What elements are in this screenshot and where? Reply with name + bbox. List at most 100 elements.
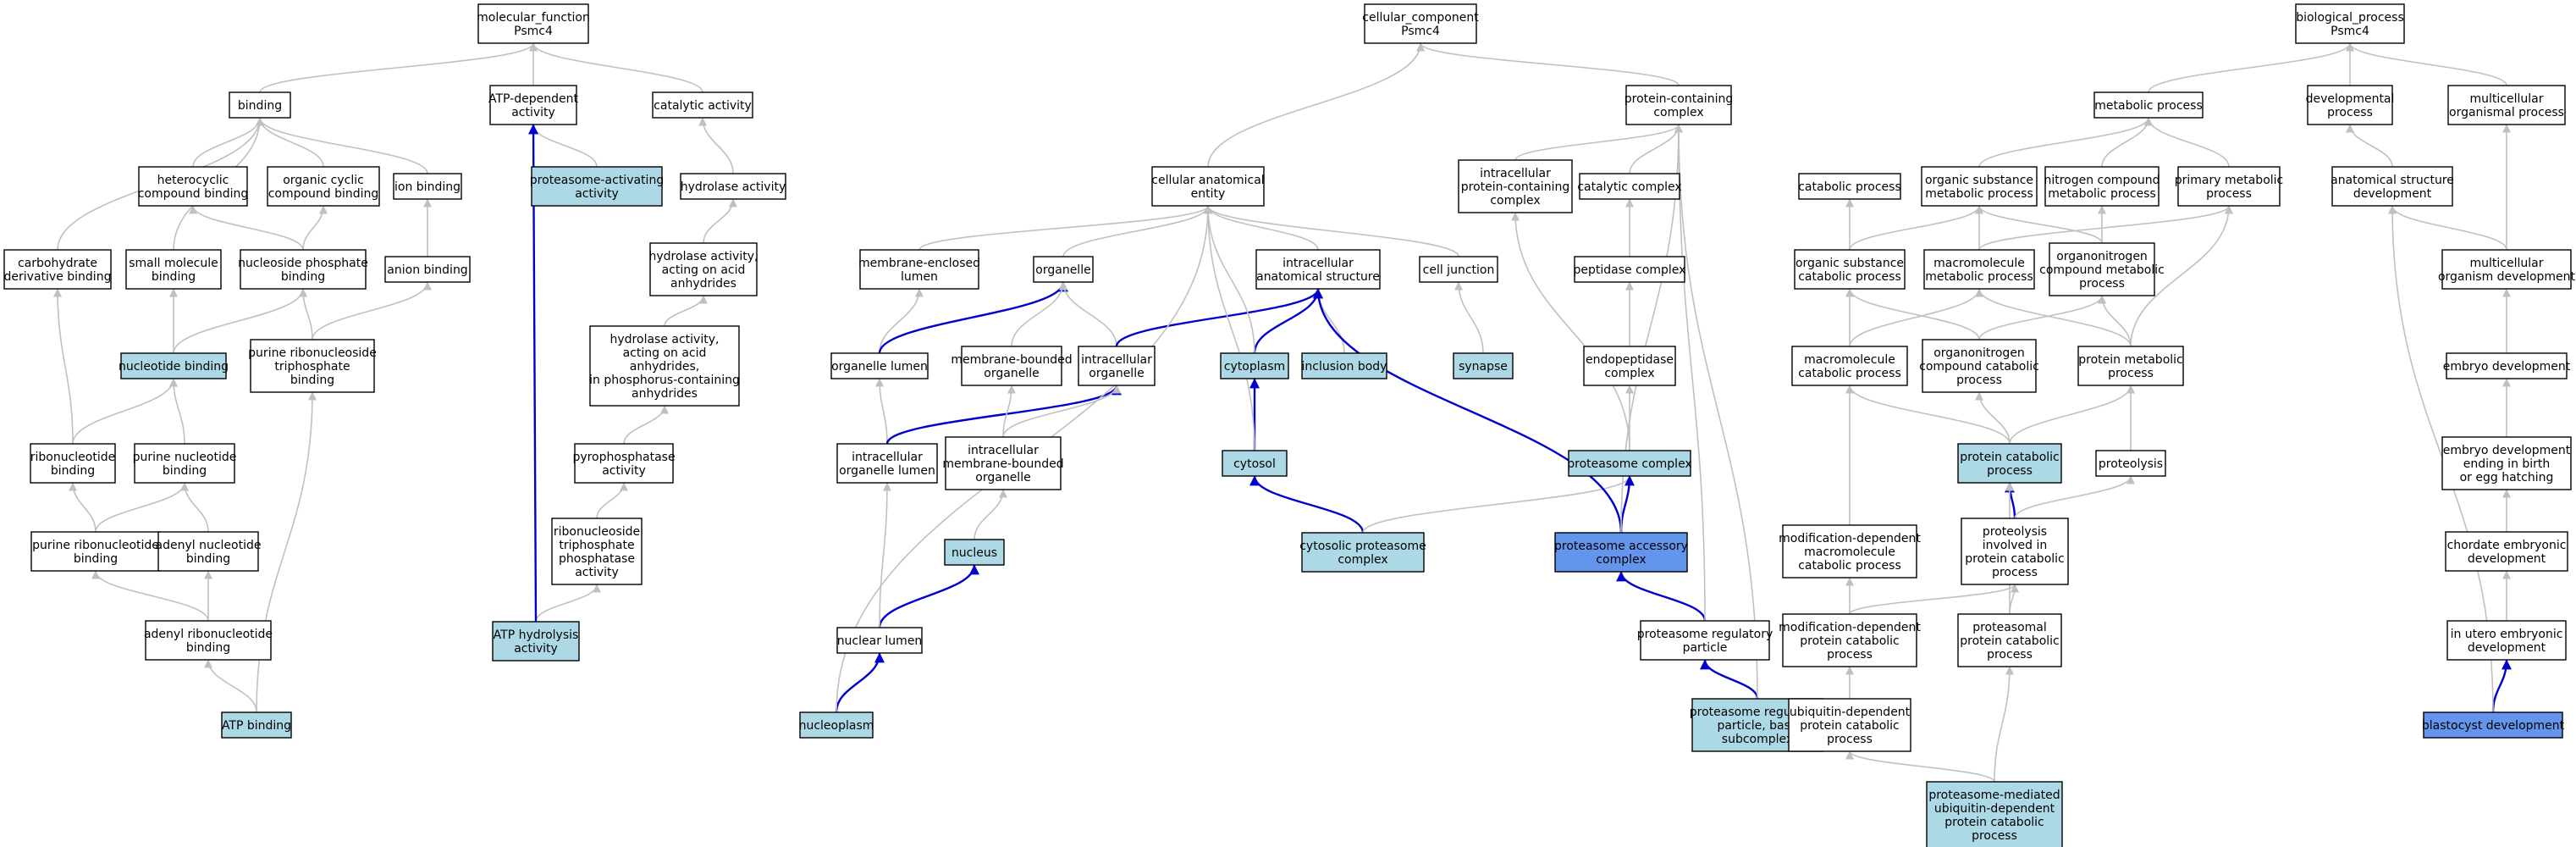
node-orglumen-label-line: organelle lumen: [831, 360, 928, 374]
node-pyro-label-line: activity: [602, 464, 646, 478]
edge-hydro-to-catact: [698, 117, 734, 174]
node-purribo-label-line: binding: [74, 552, 118, 566]
node-proteolysis-label-line: proteolysis: [2099, 457, 2163, 471]
node-hydrophos-label-line: in phosphorus-containing: [589, 374, 740, 387]
edge-intraorg-to-organelle: [1059, 281, 1117, 347]
node-ubidep-box: [1788, 698, 1911, 752]
edge-adenylribo-to-purribo: [91, 570, 209, 622]
edge-orgnitrocat-to-orgnitromet: [1978, 295, 2106, 340]
node-pyro-box: [574, 443, 674, 484]
node-moddepprot-label-line: modification-dependent: [1779, 621, 1921, 634]
node-orgcyc-label-line: compound binding: [268, 187, 379, 201]
edge-purribotri-to-anion: [312, 281, 432, 340]
node-protregbase-label-line: particle, base: [1717, 719, 1797, 733]
node-hydro: hydrolase activity: [680, 173, 786, 200]
node-binding-box: [229, 91, 291, 119]
node-adenyl-label-line: adenyl nucleotide: [156, 539, 262, 552]
node-synapse: synapse: [1453, 352, 1514, 379]
node-nitromet-label-line: metabolic process: [2048, 187, 2156, 201]
node-pyro-label-line: pyrophosphatase: [572, 451, 675, 464]
node-utero-label-line: development: [2468, 641, 2546, 655]
node-embdev-box: [2446, 352, 2568, 379]
node-metab-label-line: metabolic process: [2094, 99, 2203, 113]
node-protinv-box: [1961, 518, 2069, 585]
node-nuclumen: nuclear lumen: [836, 627, 923, 654]
edges-layer: [53, 42, 2512, 783]
node-cellanat-box: [1151, 166, 1265, 207]
node-orgsubmet-label-line: metabolic process: [1925, 187, 2033, 201]
node-proteasomal-label-line: proteasomal: [1972, 621, 2047, 634]
node-ionbind-label-line: ion binding: [394, 180, 461, 194]
node-inclusion-box: [1301, 352, 1387, 379]
node-multidev-label-line: multicellular: [2470, 257, 2544, 270]
node-intraorg-label-line: organelle: [1089, 367, 1144, 380]
node-nuclumen-label-line: nuclear lumen: [837, 634, 923, 648]
node-intramem-label-line: membrane-bounded: [942, 457, 1063, 471]
edge-intraorg-to-intraanat: [1115, 288, 1323, 347]
edge-protmet-to-macromet: [1975, 288, 2132, 347]
node-orgcyc-label-line: organic cyclic: [283, 174, 364, 187]
node-cytosol-label-line: cytosol: [1233, 457, 1276, 471]
edge-purribo-to-ribonuc: [69, 482, 97, 533]
edge-nuclumen-to-intraorglumen: [879, 482, 891, 628]
node-atphyd-box: [492, 621, 580, 662]
edge-protact-to-atpdep: [529, 124, 598, 168]
node-inclusion: inclusion body: [1301, 352, 1387, 379]
node-metab: metabolic process: [2093, 91, 2204, 119]
node-anion: anion binding: [384, 256, 471, 283]
edge-inclusion-to-intraanat: [1314, 288, 1345, 354]
node-protaccess-box: [1554, 532, 1688, 573]
node-protact-label-line: proteasome-activating: [530, 174, 664, 187]
node-ubidep-label-line: process: [1827, 733, 1873, 746]
node-purribotri-label-line: binding: [290, 374, 334, 387]
node-intramem-label-line: intracellular: [968, 444, 1039, 457]
node-atpbind-label-line: ATP binding: [222, 719, 291, 733]
node-moddepmacro-label-line: macromolecule: [1804, 545, 1895, 559]
node-chordate-box: [2445, 531, 2568, 572]
node-devproc-label-line: developmental: [2306, 92, 2395, 106]
node-cc-label-line: cellular_component: [1362, 11, 1479, 25]
node-adenyl-box: [157, 531, 259, 572]
edge-anatdev-to-devproc: [2346, 124, 2393, 168]
node-orgsubcat-label-line: catabolic process: [1798, 270, 1901, 284]
node-macrocat-label-line: catabolic process: [1798, 367, 1901, 380]
edge-protaccess-to-intraanat: [1313, 288, 1623, 534]
node-ribonuc-box: [30, 443, 116, 484]
edge-macrocat-to-macromet: [1849, 288, 1983, 347]
edge-cytoprot-to-cytosol: [1249, 475, 1365, 534]
edge-protcomplex-to-intraprot: [1511, 212, 1630, 451]
node-nucphos-label-line: nucleoside phosphate: [238, 257, 368, 270]
edge-intraprot-to-protcont: [1514, 124, 1683, 161]
node-multiorg-label-line: organismal process: [2449, 106, 2564, 119]
node-protinv-label-line: protein catabolic: [1965, 552, 2065, 566]
node-hydrophos-box: [589, 325, 740, 407]
node-hydrophos-label-line: anhydrides: [632, 387, 698, 401]
node-nitromet-label-line: nitrogen compound: [2044, 174, 2160, 187]
edge-nucphos-to-hetcyc: [189, 205, 304, 251]
edge-proteasomal-to-protinv: [2009, 584, 2019, 615]
edge-protmet-to-orgnitromet: [2098, 295, 2132, 347]
node-cc-box: [1364, 3, 1477, 44]
node-orgsubmet-box: [1921, 166, 2038, 207]
edge-atphyd-to-ribotri: [535, 584, 601, 623]
node-moddepprot-box: [1782, 613, 1917, 667]
node-purribotri-label-line: triphosphate: [274, 360, 350, 374]
node-ribotri-label-line: phosphatase: [559, 552, 635, 566]
edge-adenyl-to-purnuc: [180, 482, 209, 533]
node-embbirth-label-line: ending in birth: [2463, 457, 2551, 471]
edge-binding-to-mf: [259, 42, 538, 93]
node-protmed: proteasome-mediatedubiquitin-dependentpr…: [1926, 781, 2063, 847]
edge-metab-to-bp: [2148, 42, 2354, 93]
node-catcomplex-label-line: catalytic complex: [1577, 180, 1681, 194]
node-carbo-label-line: derivative binding: [4, 270, 112, 284]
edge-blasto-to-utero: [2491, 659, 2512, 713]
node-adenylribo-label-line: adenyl ribonucleotide: [144, 628, 273, 641]
edge-catact-to-mf: [529, 42, 703, 93]
node-primmet-label-line: process: [2206, 187, 2252, 201]
node-orgsubcat-box: [1794, 249, 1906, 290]
